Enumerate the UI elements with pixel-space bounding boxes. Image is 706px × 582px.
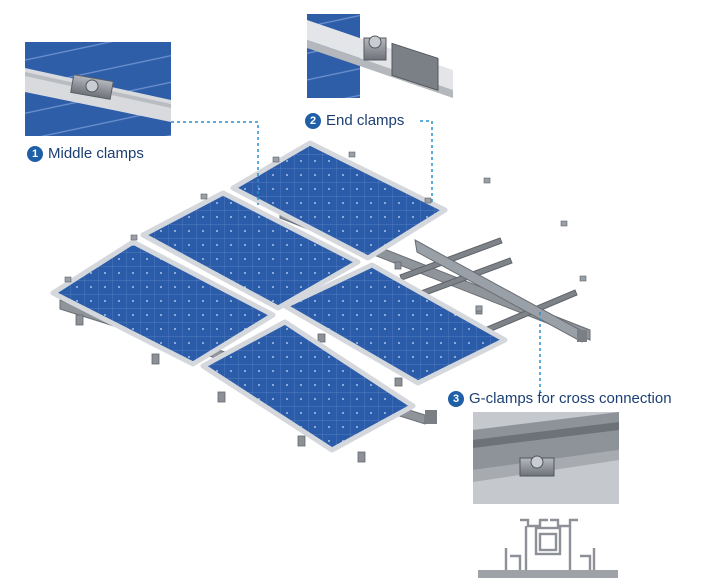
leader-lines (171, 120, 541, 396)
rail-profile-section (478, 518, 618, 578)
callout-middle-clamps: 1 Middle clamps (27, 145, 144, 162)
solar-panel-4 (50, 239, 276, 367)
loose-clamp-parts (64, 151, 587, 312)
solar-panel-2 (140, 190, 361, 311)
callout-g-clamps: 3 G-clamps for cross connection (448, 390, 672, 407)
solar-panel-1 (230, 140, 448, 261)
rail-end-cap (577, 330, 587, 342)
inset-end-clamp (307, 14, 453, 98)
solar-panels (50, 140, 508, 453)
mounting-feet (75, 261, 483, 463)
solar-panel-3 (282, 262, 508, 386)
rail-end-cap-2 (425, 410, 437, 424)
callout-label: Middle clamps (48, 145, 144, 162)
solar-panel-5 (200, 319, 416, 453)
inset-g-clamp (473, 412, 619, 504)
leader-middle-clamp (171, 121, 259, 205)
callout-number-badge: 3 (448, 390, 464, 407)
callout-number-badge: 1 (27, 145, 43, 162)
callout-label: G-clamps for cross connection (469, 390, 672, 407)
inset-middle-clamp (25, 42, 171, 136)
callout-number-badge: 2 (305, 112, 321, 129)
cross-beam-1 (399, 237, 503, 281)
callout-label: End clamps (326, 112, 405, 129)
callout-end-clamps: 2 End clamps (305, 112, 404, 129)
leader-end-clamp (420, 120, 433, 205)
